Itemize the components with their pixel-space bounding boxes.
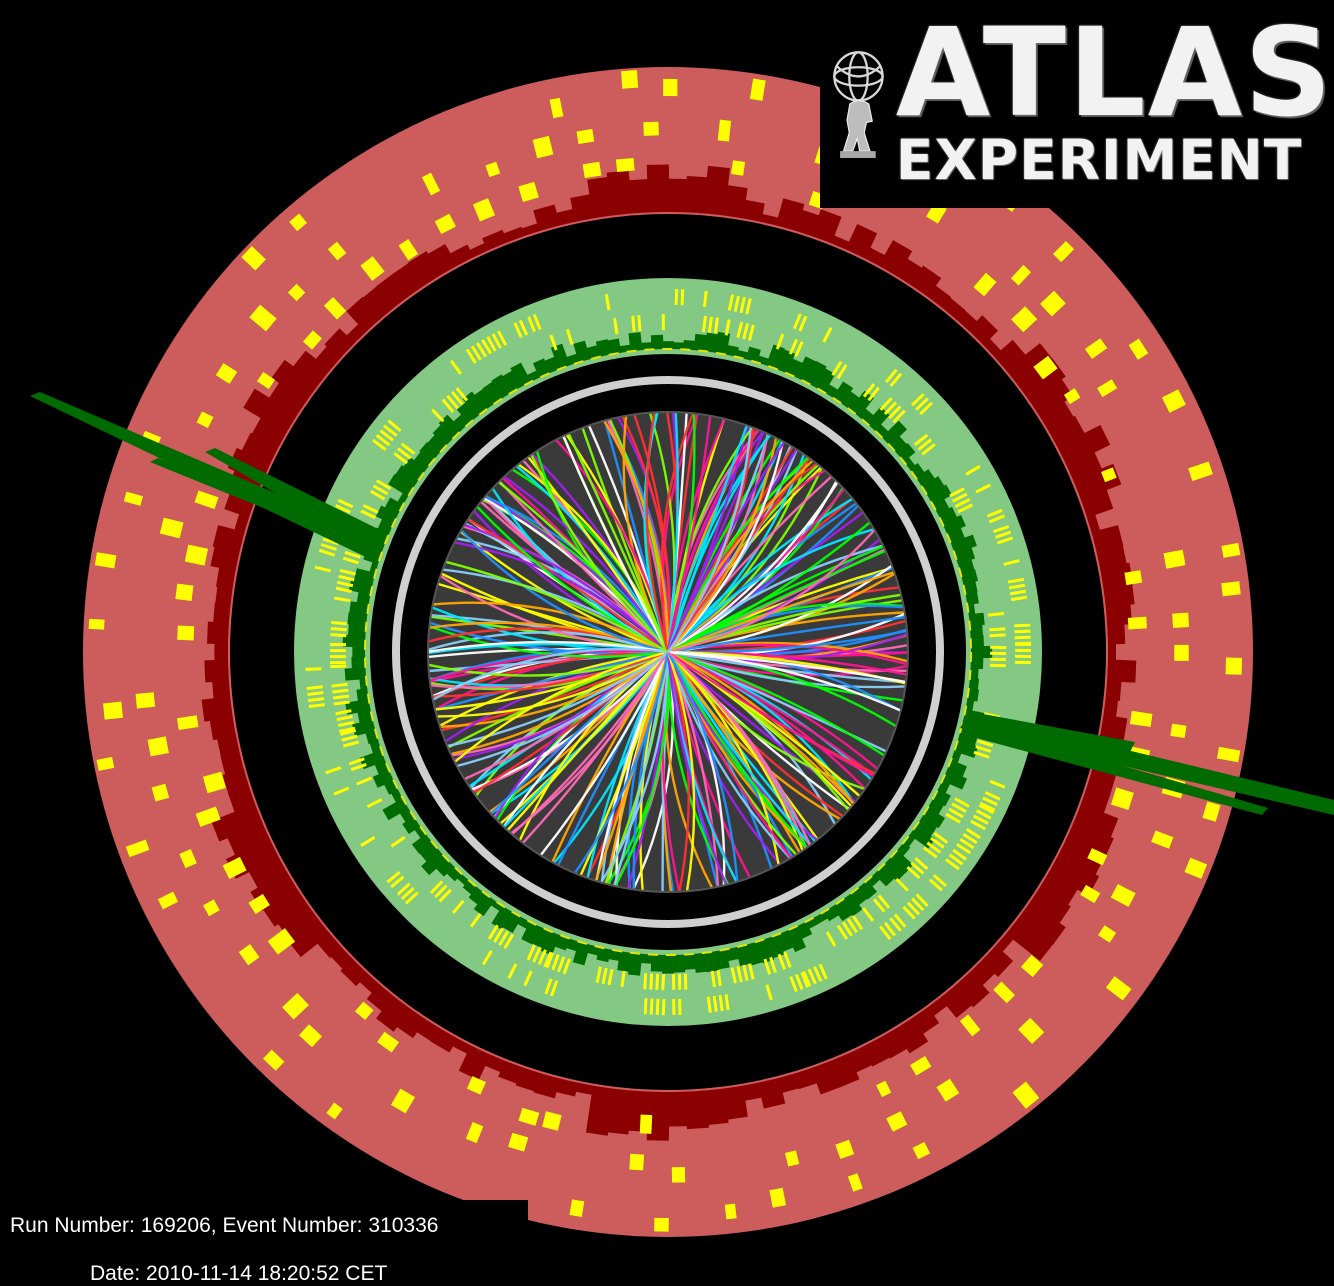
solenoid-ring [392, 376, 944, 928]
jets [30, 392, 1334, 815]
event-info-box: Run Number: 169206, Event Number: 310336… [0, 1200, 528, 1286]
hadronic-cells [88, 70, 1243, 1232]
em-cells [305, 289, 1032, 1016]
logo-subtitle: EXPERIMENT [895, 128, 1303, 192]
tracks [427, 411, 909, 893]
logo-title: ATLAS [895, 2, 1334, 144]
event-date: Date: 2010-11-14 18:20:52 CET [90, 1262, 388, 1285]
atlas-globe-icon [833, 51, 884, 158]
atlas-logo: ATLAS EXPERIMENT [820, 0, 1334, 208]
run-event-number: Run Number: 169206, Event Number: 310336 [10, 1214, 439, 1237]
